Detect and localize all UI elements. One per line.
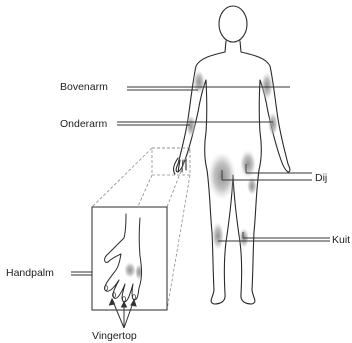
small-hand-outline bbox=[174, 158, 186, 174]
shade-thigh-left bbox=[240, 150, 256, 178]
shaded-regions bbox=[186, 70, 278, 250]
human-figure bbox=[174, 6, 290, 304]
label-forearm: Onderarm bbox=[60, 118, 107, 130]
shade-palm bbox=[124, 262, 136, 278]
label-thigh: Dij bbox=[315, 172, 327, 184]
shade-upper-arm-left bbox=[261, 72, 273, 100]
label-calf: Kuit bbox=[332, 234, 350, 246]
shade-calf-right bbox=[212, 222, 224, 250]
shade-forearm-right bbox=[186, 115, 196, 137]
shade-forearm-left bbox=[268, 112, 278, 136]
label-upper-arm: Bovenarm bbox=[60, 81, 108, 93]
label-fingertip: Vingertop bbox=[92, 330, 137, 342]
head bbox=[219, 6, 247, 42]
label-palm: Handpalm bbox=[6, 267, 54, 279]
zoom-inset bbox=[92, 148, 190, 310]
